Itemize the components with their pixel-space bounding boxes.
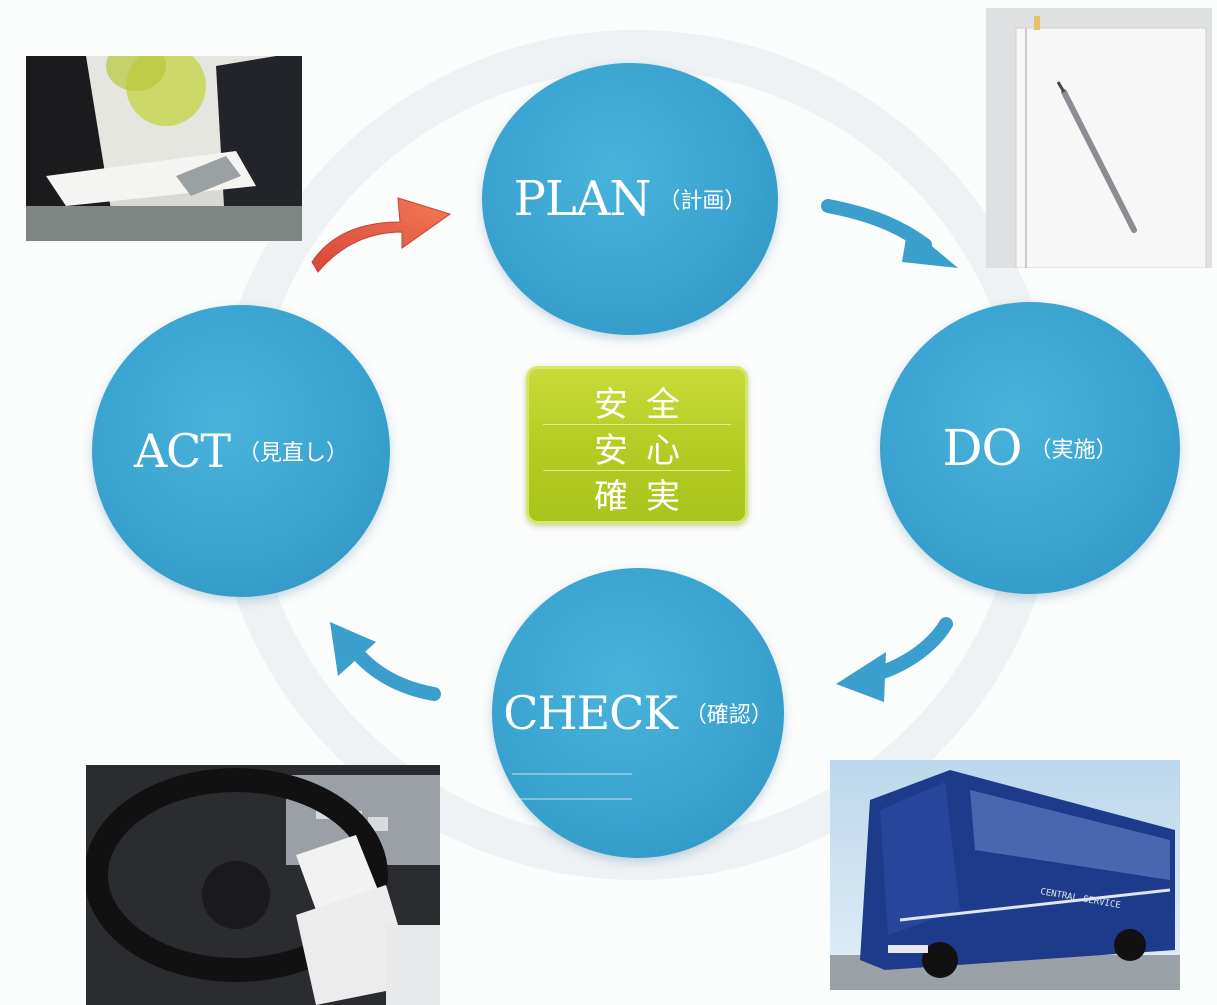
driver-inspection-photo bbox=[86, 765, 440, 1005]
center-divider bbox=[543, 424, 731, 425]
center-line-certainty: 確実 bbox=[594, 476, 698, 517]
center-values-box: 安全 安心 確実 bbox=[526, 366, 748, 524]
check-sub-label: （確認） bbox=[684, 703, 773, 728]
arrow-act-to-plan bbox=[311, 197, 452, 273]
do-label: DO bbox=[942, 419, 1022, 477]
plan-label: PLAN bbox=[513, 171, 652, 227]
notebook-photo bbox=[986, 8, 1212, 268]
bus-photo: CENTRAL SERVICE bbox=[830, 760, 1180, 990]
center-line-security: 安心 bbox=[594, 430, 698, 471]
center-divider bbox=[543, 470, 731, 471]
center-line-safety: 安全 bbox=[594, 384, 698, 425]
meeting-photo bbox=[26, 56, 302, 241]
arrow-plan-to-do bbox=[821, 199, 958, 268]
act-sub-label: （見直し） bbox=[238, 441, 349, 466]
do-node: DO （実施） bbox=[880, 302, 1180, 594]
check-decor-line bbox=[512, 798, 632, 800]
check-label: CHECK bbox=[503, 686, 677, 740]
act-label: ACT bbox=[133, 424, 231, 478]
check-decor-line bbox=[512, 773, 632, 775]
act-node: ACT （見直し） bbox=[92, 305, 390, 597]
do-sub-label: （実施） bbox=[1029, 438, 1118, 463]
check-node: CHECK （確認） bbox=[492, 568, 784, 858]
plan-sub-label: （計画） bbox=[658, 189, 747, 214]
arrow-do-to-check bbox=[836, 617, 953, 702]
plan-node: PLAN（計画） bbox=[482, 63, 778, 335]
arrow-check-to-act bbox=[330, 622, 441, 701]
